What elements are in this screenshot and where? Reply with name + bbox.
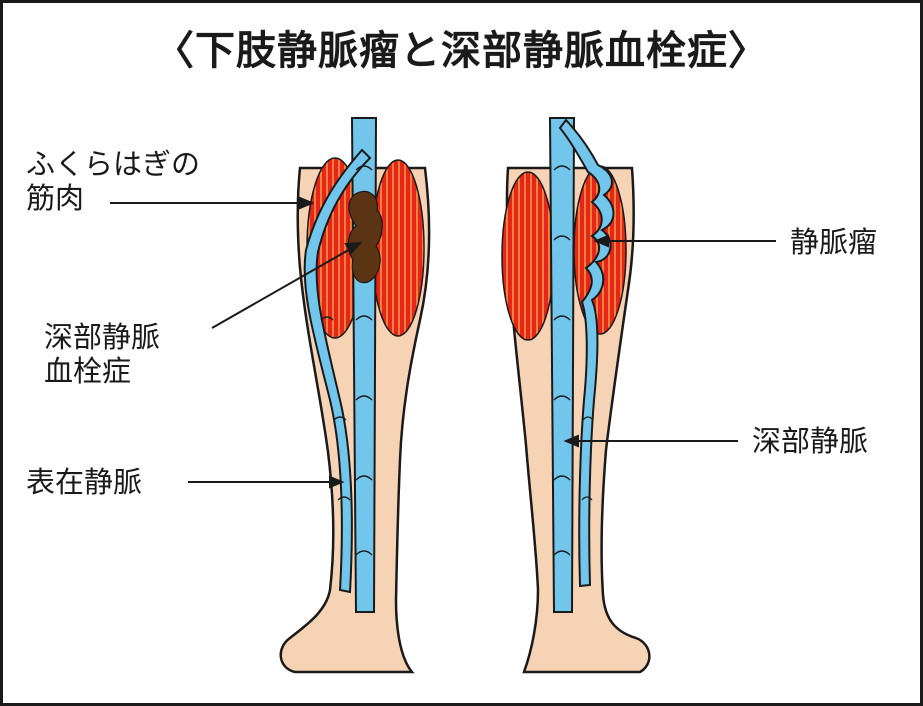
pointer-superficial-vein-arrowhead (329, 475, 345, 489)
left-calf-muscle-inner (371, 159, 425, 337)
label-dvt-line1: 深部静脈 (44, 320, 161, 354)
label-calf-muscle: ふくらはぎの 筋肉 (26, 147, 200, 215)
label-deep-vein-thrombosis: 深部静脈 血栓症 (44, 320, 160, 388)
pointer-dvt (211, 247, 353, 329)
label-calf-muscle-line2: 筋肉 (26, 181, 85, 215)
right-leg (501, 117, 651, 674)
left-leg (279, 117, 431, 674)
figure-title: 〈下肢静脈瘤と深部静脈血栓症〉 (154, 28, 769, 74)
right-varicose-vein (558, 118, 615, 588)
pointer-deep-vein-arrowhead (563, 434, 579, 448)
label-deep-vein: 深部静脈 (752, 424, 869, 458)
label-dvt-line2: 血栓症 (44, 354, 132, 388)
left-superficial-vein (303, 148, 372, 594)
right-deep-vein (548, 117, 576, 613)
label-superficial-vein: 表在静脈 (26, 465, 143, 499)
label-calf-muscle-line1: ふくらはぎの (26, 147, 201, 181)
label-varicose-vein: 静脈瘤 (790, 225, 878, 259)
pointer-varicose-vein-arrowhead (593, 234, 609, 248)
pointer-calf-muscle-arrowhead (299, 196, 315, 210)
right-calf-muscle-outer (501, 171, 555, 341)
pointer-dvt-arrowhead (344, 241, 363, 255)
blood-clot (347, 190, 383, 284)
